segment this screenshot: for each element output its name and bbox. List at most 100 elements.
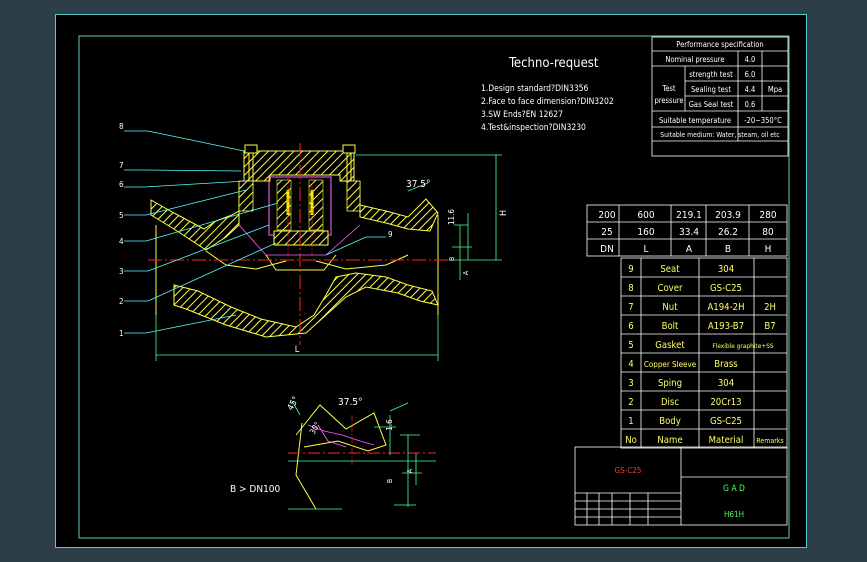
dim-A-label: A (462, 270, 470, 275)
techno-line-2: 2.Face to face dimension?DIN3202 (481, 97, 614, 107)
dim-cell: 160 (637, 227, 654, 238)
callout-2: 2 (119, 297, 124, 306)
parts-header-remarks: Remarks (756, 437, 783, 445)
bolt-head-right (342, 144, 356, 154)
part-name: Nut (662, 302, 678, 313)
callout-9: 9 (388, 230, 393, 239)
part-no: 5 (628, 340, 633, 351)
part-material: Flexible graphite+SS (712, 342, 774, 350)
part-material: A194-2H (707, 302, 744, 313)
part-no: 6 (628, 321, 633, 332)
part-name: Body (659, 416, 681, 427)
callout-4: 4 (119, 237, 124, 246)
perf-gas-value: 0.6 (745, 100, 756, 109)
callout-8: 8 (119, 122, 124, 131)
perf-header: Performance specification (676, 40, 763, 49)
part-name: Seat (660, 264, 680, 275)
drawing-sheet: Techno-request 1.Design standard?DIN3356… (55, 14, 807, 548)
dim-header: B (725, 244, 731, 255)
dim-cell: 600 (637, 210, 654, 221)
part-material: GS-C25 (710, 416, 742, 427)
detail-seat-outline (295, 404, 387, 452)
dim-H-label: H (499, 210, 509, 216)
part-material: 20Cr13 (710, 397, 741, 408)
callout-1: 1 (119, 329, 124, 338)
dim-header: DN (600, 244, 614, 255)
valve-disc (273, 230, 329, 246)
perf-sealing-value: 4.4 (745, 85, 756, 94)
perf-strength-value: 6.0 (745, 70, 756, 79)
part-no: 8 (628, 283, 633, 294)
perf-gas-label: Gas Seal test (689, 100, 734, 109)
detail-note: B > DN100 (230, 484, 281, 495)
part-no: 2 (628, 397, 633, 408)
techno-line-1: 1.Design standard?DIN3356 (481, 84, 589, 94)
part-no: 1 (628, 416, 633, 427)
detail-angle-30: 30° (308, 420, 322, 436)
perf-sealing-label: Sealing test (691, 85, 731, 94)
dim-cell: 80 (762, 227, 774, 238)
callout-6: 6 (119, 180, 124, 189)
detail-angle-45: 45° (286, 395, 302, 412)
title-gad: G A D (723, 484, 745, 494)
cad-drawing: Techno-request 1.Design standard?DIN3356… (78, 35, 790, 539)
dim-cell: 203.9 (715, 210, 741, 221)
inlet-flange (150, 199, 240, 251)
dim-header: L (643, 244, 648, 255)
dim-cell: 25 (601, 227, 612, 238)
dim-L-label: L (295, 345, 300, 355)
parts-header-name: Name (657, 435, 682, 446)
part-material: 304 (718, 264, 734, 275)
part-material: A193-B7 (708, 321, 744, 332)
detail-angle-375: 37.5° (338, 397, 363, 408)
part-no: 4 (628, 359, 633, 370)
dim-header: H (765, 244, 772, 255)
callout-3: 3 (119, 267, 124, 276)
perf-medium: Suitable medium: Water, steam, oil etc (660, 131, 779, 139)
perf-temp-label: Suitable temperature (659, 116, 731, 125)
detail-16: 1.6 (385, 419, 394, 431)
part-name: Copper Sleeve (644, 360, 697, 369)
parts-table (620, 257, 788, 449)
title-block (574, 446, 788, 526)
performance-table (651, 36, 789, 157)
body-neck-right (346, 180, 361, 212)
part-no: 7 (628, 302, 633, 313)
outlet-flange (359, 198, 439, 232)
body-neck-left (238, 180, 254, 212)
techno-line-4: 4.Test&inspection?DIN3230 (481, 123, 586, 133)
part-name: Cover (657, 283, 683, 294)
inner-frame (78, 35, 790, 539)
detail-B: B (386, 479, 394, 483)
dim-cell: 280 (759, 210, 776, 221)
part-name: Sping (658, 378, 682, 389)
parts-header-material: Material (709, 435, 744, 446)
dim-cell: 219.1 (676, 210, 702, 221)
bolt-head-left (244, 144, 258, 154)
parts-header-no: No (625, 435, 637, 446)
part-remarks: 2H (764, 302, 776, 313)
dim-cell: 26.2 (718, 227, 738, 238)
dim-header: A (686, 244, 693, 255)
callout-5: 5 (119, 211, 124, 220)
perf-strength-label: strength test (689, 70, 733, 79)
callout-7: 7 (119, 161, 124, 170)
part-remarks: B7 (764, 321, 775, 332)
dim-116-label: 11.6 (447, 209, 456, 225)
detail-view (288, 400, 436, 510)
valve-body (173, 272, 439, 338)
dimension-lines (155, 154, 502, 361)
perf-test-label-2: pressure (654, 96, 683, 105)
dim-angle-main: 37.5° (406, 179, 431, 190)
perf-unit: Mpa (768, 85, 782, 94)
dim-cell: 33.4 (679, 227, 699, 238)
dimension-table (586, 204, 788, 257)
part-material: GS-C25 (710, 283, 742, 294)
title-code: GS-C25 (615, 466, 642, 475)
dim-B-label: B (448, 257, 456, 261)
perf-nominal-label: Nominal pressure (665, 55, 724, 64)
perf-test-label-1: Test (661, 84, 676, 93)
callout-leaders (124, 130, 386, 334)
part-no: 9 (628, 264, 633, 275)
perf-nominal-value: 4.0 (745, 55, 756, 64)
